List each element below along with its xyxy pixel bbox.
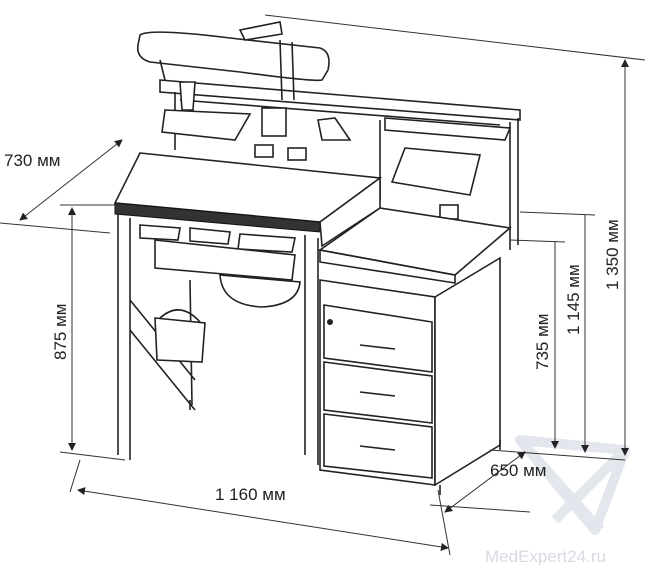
lamp: [136, 21, 330, 137]
dimension-lines: [0, 14, 646, 556]
dim-width-label: 1 160 мм: [215, 485, 286, 504]
dim-height-cabinet-label: 735 мм: [533, 314, 552, 370]
dim-height-total-label: 1 350 мм: [603, 219, 622, 290]
watermark-logo-icon: [515, 435, 630, 535]
cabinet: [129, 207, 512, 495]
shelf-trays: [161, 81, 482, 220]
watermark-text: MedExpert24.ru: [485, 547, 606, 566]
dim-height-worktop-label: 875 мм: [51, 304, 70, 360]
dim-height-shelf-label: 1 145 мм: [564, 264, 583, 335]
worktop-left: [113, 152, 383, 465]
dim-depth-top-label: 730 мм: [4, 151, 60, 170]
dim-depth-cabinet-label: 650 мм: [490, 461, 546, 480]
